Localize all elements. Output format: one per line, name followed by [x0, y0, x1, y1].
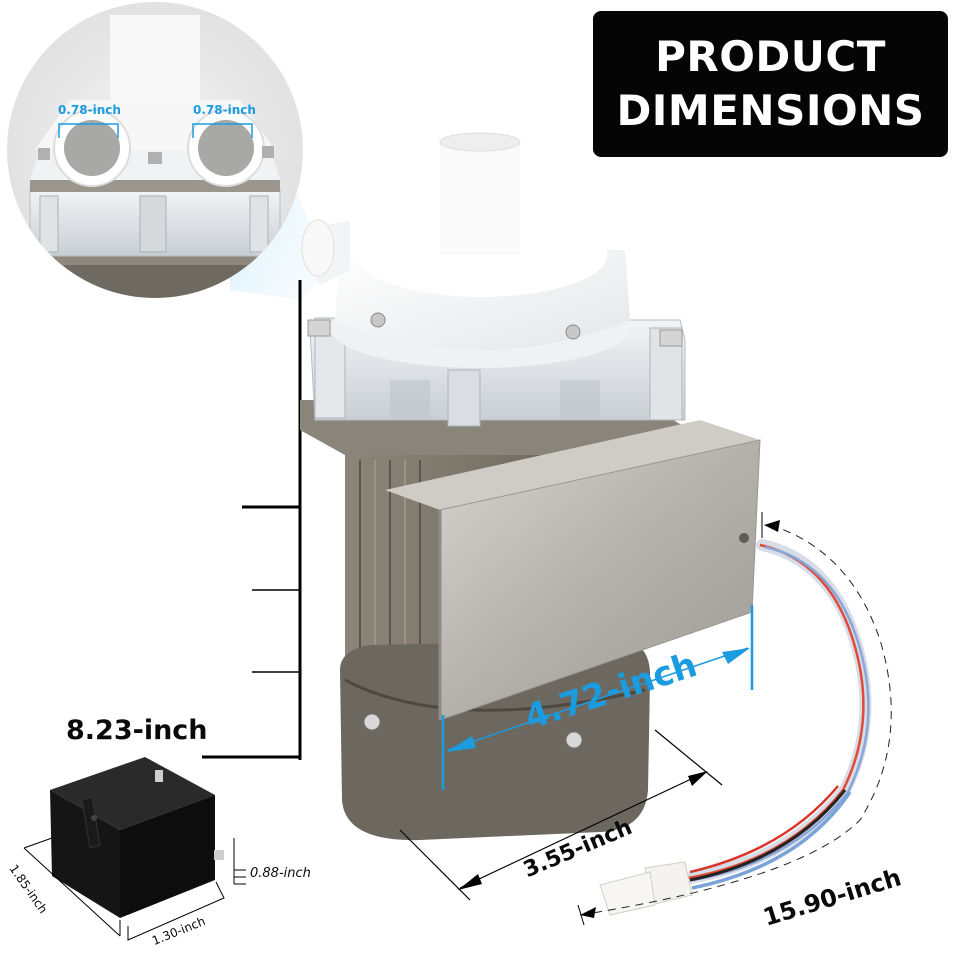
title-banner: PRODUCT DIMENSIONS [593, 11, 948, 157]
height-label: 8.23-inch [66, 715, 208, 746]
bracket-width-dimension [441, 605, 754, 790]
capacitor-height-label: 0.88-inch [250, 866, 311, 881]
title-line-1: PRODUCT [655, 32, 886, 81]
base-depth-dimension [399, 729, 723, 901]
power-cable [577, 512, 892, 926]
cable-connector [599, 861, 693, 916]
height-dimension-line [202, 280, 302, 760]
outlet-left-label: 0.78-inch [58, 103, 121, 117]
capacitor [23, 757, 246, 941]
title-line-2: DIMENSIONS [616, 86, 925, 135]
outlet-right-label: 0.78-inch [193, 103, 256, 117]
